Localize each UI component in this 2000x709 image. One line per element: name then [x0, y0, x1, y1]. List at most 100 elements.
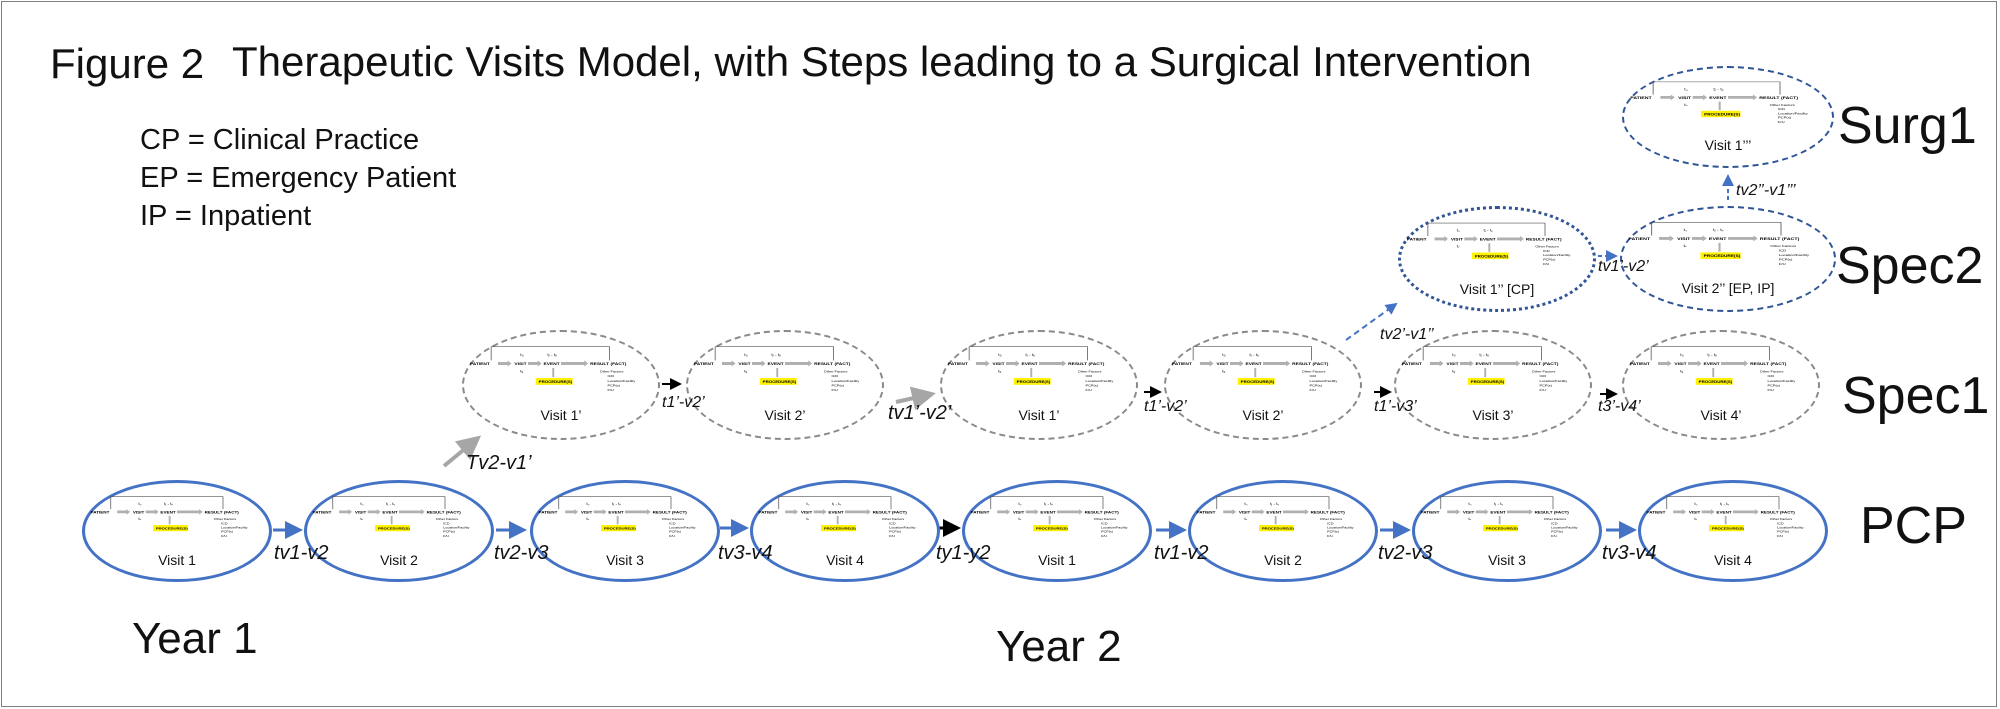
- figure-title: Therapeutic Visits Model, with Steps lea…: [232, 38, 1532, 85]
- svg-text:t₀: t₀: [1018, 501, 1022, 505]
- svg-text:ICD: ICD: [1540, 375, 1547, 378]
- pcp-visit-oval: PATIENT VISIT EVENT RESULT (FACT) t₀ tⱼ …: [1412, 480, 1602, 582]
- svg-text:Other Factors: Other Factors: [1532, 370, 1556, 373]
- svg-text:F/U: F/U: [1768, 389, 1775, 392]
- visit-label: Visit 1’’ [CP]: [1459, 281, 1535, 298]
- svg-text:PROCEDURE(S): PROCEDURE(S): [1486, 527, 1519, 530]
- svg-text:EVENT: EVENT: [544, 362, 561, 366]
- svg-text:Location/Facility: Location/Facility: [1551, 526, 1578, 529]
- svg-text:VISIT: VISIT: [1463, 510, 1475, 514]
- svg-text:t₀: t₀: [138, 501, 142, 505]
- svg-text:t₀: t₀: [1452, 353, 1456, 357]
- svg-text:t₀: t₀: [744, 353, 748, 357]
- visit-process-diagram: PATIENT VISIT EVENT RESULT (FACT) t₀ tⱼ …: [313, 496, 470, 537]
- svg-text:Location/Facility: Location/Facility: [1540, 379, 1568, 382]
- svg-text:ICD: ICD: [1086, 375, 1093, 378]
- svg-text:tⱼ - tᵧ: tⱼ - tᵧ: [1494, 501, 1504, 505]
- svg-text:tᵥ: tᵥ: [1684, 103, 1688, 107]
- svg-text:ICD: ICD: [1101, 522, 1108, 525]
- spec1-interval-label: t1’-v3’: [1374, 398, 1417, 415]
- svg-text:PCP(s): PCP(s): [1101, 530, 1113, 533]
- visit-label: Visit 1’’’: [1704, 137, 1752, 154]
- svg-text:F/U: F/U: [1778, 120, 1785, 123]
- svg-text:tᵥ: tᵥ: [998, 369, 1002, 373]
- svg-text:tᵥ: tᵥ: [1694, 517, 1698, 521]
- visit-process-diagram: PATIENT VISIT EVENT RESULT (FACT) t₀ tⱼ …: [539, 496, 696, 537]
- visit-process-diagram: PATIENT VISIT EVENT RESULT (FACT) t₀ tⱼ …: [1630, 346, 1796, 392]
- svg-text:PCP(s): PCP(s): [1086, 384, 1098, 387]
- visit-process-diagram: PATIENT VISIT EVENT RESULT (FACT) t₀ tⱼ …: [1407, 222, 1571, 266]
- svg-text:F/U: F/U: [1086, 389, 1093, 392]
- svg-text:EVENT: EVENT: [828, 510, 844, 514]
- svg-text:RESULT (FACT): RESULT (FACT): [1759, 96, 1798, 100]
- legend-ep: EP = Emergency Patient: [140, 162, 457, 194]
- svg-text:Other Factors: Other Factors: [1770, 245, 1796, 248]
- pcp-to-spec1-interval-label: Tv2-v1’: [466, 452, 532, 474]
- svg-text:ICD: ICD: [221, 522, 228, 525]
- svg-text:PATIENT: PATIENT: [759, 510, 778, 514]
- svg-text:tⱼ - tᵧ: tⱼ - tᵧ: [1025, 353, 1035, 357]
- svg-text:PROCEDURE(S): PROCEDURE(S): [1471, 380, 1505, 384]
- svg-text:RESULT (FACT): RESULT (FACT): [873, 510, 908, 514]
- svg-text:EVENT: EVENT: [1716, 510, 1732, 514]
- svg-text:F/U: F/U: [889, 534, 896, 537]
- svg-text:RESULT (FACT): RESULT (FACT): [653, 510, 688, 514]
- spec1-visit-oval: PATIENT VISIT EVENT RESULT (FACT) t₀ tⱼ …: [1164, 330, 1362, 440]
- svg-text:PATIENT: PATIENT: [1407, 237, 1427, 241]
- svg-text:RESULT (FACT): RESULT (FACT): [1292, 362, 1329, 366]
- svg-text:PATIENT: PATIENT: [971, 510, 990, 514]
- visit-label: Visit 2’: [764, 406, 806, 423]
- svg-text:Location/Facility: Location/Facility: [1327, 526, 1354, 529]
- svg-text:F/U: F/U: [832, 389, 839, 392]
- svg-text:tᵥ: tᵥ: [138, 517, 142, 521]
- svg-text:PCP(s): PCP(s): [443, 530, 455, 533]
- svg-text:PCP(s): PCP(s): [1778, 116, 1791, 119]
- pcp-visit-oval: PATIENT VISIT EVENT RESULT (FACT) t₀ tⱼ …: [1188, 480, 1378, 582]
- svg-text:Location/Facility: Location/Facility: [1101, 526, 1128, 529]
- svg-text:PCP(s): PCP(s): [1540, 384, 1552, 387]
- svg-text:EVENT: EVENT: [768, 362, 785, 366]
- svg-text:PCP(s): PCP(s): [1543, 258, 1555, 261]
- visit-process-diagram: PATIENT VISIT EVENT RESULT (FACT) t₀ tⱼ …: [1402, 346, 1568, 392]
- svg-text:PROCEDURE(S): PROCEDURE(S): [1241, 380, 1275, 384]
- svg-text:Location/Facility: Location/Facility: [608, 379, 636, 382]
- svg-text:PCP(s): PCP(s): [669, 530, 681, 533]
- svg-text:t₀: t₀: [1680, 353, 1684, 357]
- visit-process-diagram: PATIENT VISIT EVENT RESULT (FACT) t₀ tⱼ …: [759, 496, 916, 537]
- svg-text:t₀: t₀: [998, 353, 1002, 357]
- svg-text:tⱼ - tᵧ: tⱼ - tᵧ: [164, 501, 174, 505]
- svg-text:ICD: ICD: [1777, 522, 1784, 525]
- svg-text:RESULT (FACT): RESULT (FACT): [1750, 362, 1787, 366]
- svg-text:EVENT: EVENT: [1476, 362, 1493, 366]
- svg-text:t₀: t₀: [1244, 501, 1248, 505]
- svg-text:F/U: F/U: [608, 389, 615, 392]
- svg-text:F/U: F/U: [221, 534, 228, 537]
- svg-text:PATIENT: PATIENT: [539, 510, 558, 514]
- svg-text:VISIT: VISIT: [1446, 362, 1458, 366]
- visit-process-diagram: PATIENT VISIT EVENT RESULT (FACT) t₀ tⱼ …: [91, 496, 248, 537]
- visit-process-diagram: PATIENT VISIT EVENT RESULT (FACT) t₀ tⱼ …: [1628, 222, 1809, 266]
- svg-text:F/U: F/U: [1101, 534, 1108, 537]
- pcp-visit-oval: PATIENT VISIT EVENT RESULT (FACT) t₀ tⱼ …: [82, 480, 272, 582]
- visit-process-diagram: PATIENT VISIT EVENT RESULT (FACT) t₀ tⱼ …: [1647, 496, 1804, 537]
- svg-text:EVENT: EVENT: [1490, 510, 1506, 514]
- svg-text:VISIT: VISIT: [1239, 510, 1251, 514]
- svg-text:F/U: F/U: [1779, 263, 1786, 266]
- spec1-interval-label: t1’-v2’: [662, 394, 705, 411]
- spec1-year-gap-interval-label: tv1’-v2’: [888, 402, 952, 424]
- svg-text:VISIT: VISIT: [133, 510, 145, 514]
- svg-text:ICD: ICD: [1768, 375, 1775, 378]
- svg-text:RESULT (FACT): RESULT (FACT): [590, 362, 627, 366]
- svg-text:tᵥ: tᵥ: [586, 517, 590, 521]
- svg-text:PATIENT: PATIENT: [1197, 510, 1216, 514]
- svg-text:PROCEDURE(S): PROCEDURE(S): [1036, 527, 1069, 530]
- svg-text:VISIT: VISIT: [581, 510, 593, 514]
- svg-text:Location/Facility: Location/Facility: [832, 379, 860, 382]
- svg-text:PATIENT: PATIENT: [313, 510, 332, 514]
- svg-text:t₀: t₀: [1683, 228, 1687, 232]
- svg-text:tᵥ: tᵥ: [1457, 244, 1461, 248]
- spec2-visit-oval: PATIENT VISIT EVENT RESULT (FACT) t₀ tⱼ …: [1398, 206, 1596, 312]
- svg-text:PCP(s): PCP(s): [608, 384, 620, 387]
- svg-text:PATIENT: PATIENT: [1647, 510, 1666, 514]
- visit-label: Visit 4: [826, 552, 864, 569]
